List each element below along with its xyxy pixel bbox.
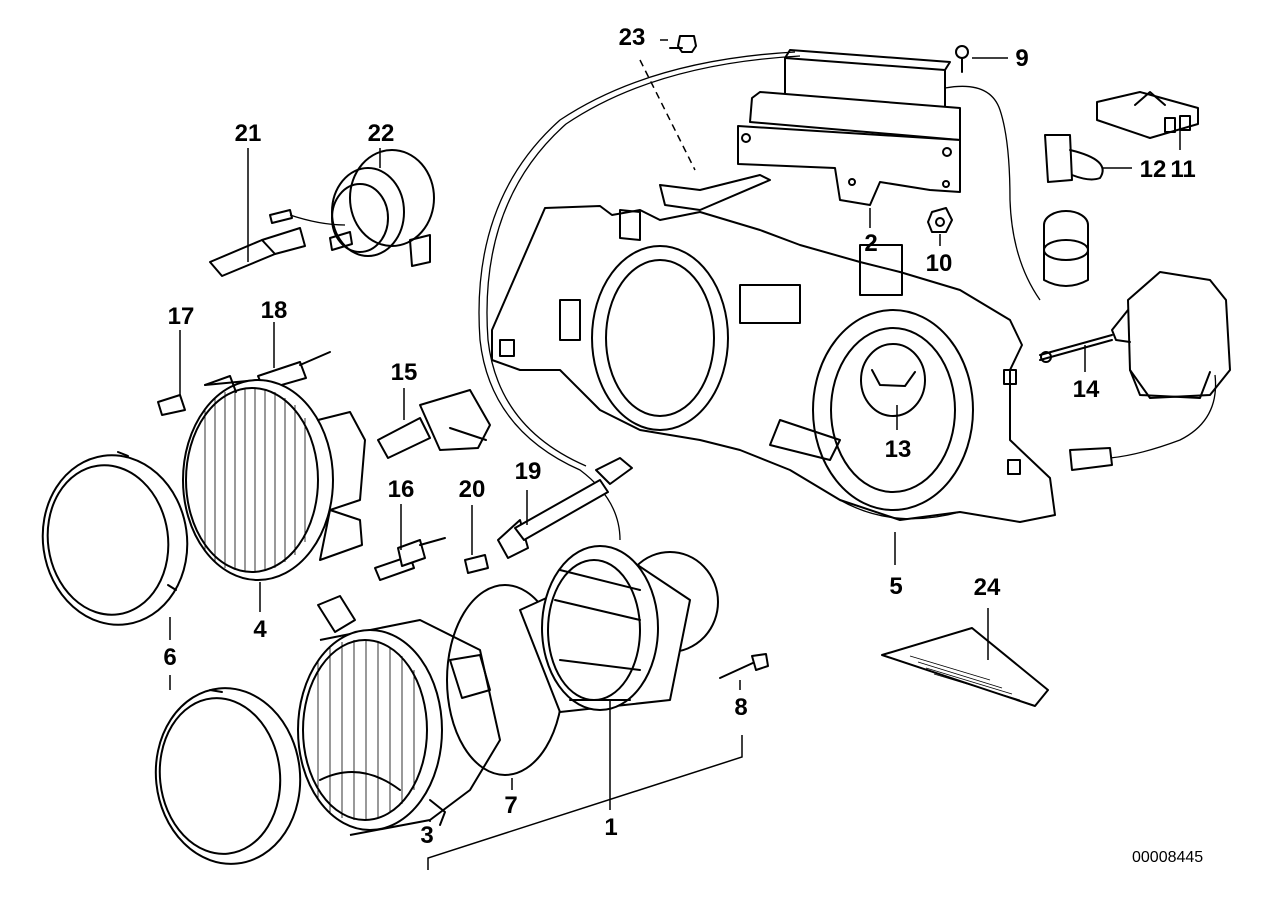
callout-17: 17 bbox=[168, 303, 195, 330]
screw-23 bbox=[669, 35, 697, 53]
nut-20 bbox=[464, 554, 489, 574]
callout-9: 9 bbox=[1015, 45, 1028, 72]
bulb-21 bbox=[209, 209, 346, 277]
callout-14: 14 bbox=[1073, 376, 1100, 403]
callout-10: 10 bbox=[926, 250, 953, 277]
reflector-1 bbox=[519, 545, 719, 713]
leader-lines bbox=[169, 39, 1181, 870]
socket-plug bbox=[1043, 210, 1089, 287]
callout-13: 13 bbox=[885, 436, 912, 463]
callout-23: 23 bbox=[619, 24, 646, 51]
adjuster-16 bbox=[374, 537, 446, 581]
callout-6: 6 bbox=[163, 644, 176, 671]
callout-2: 2 bbox=[864, 230, 877, 257]
wiring-harness bbox=[478, 51, 796, 541]
lens-4 bbox=[182, 375, 366, 581]
leveling-motor-14 bbox=[1039, 271, 1231, 471]
callout-15: 15 bbox=[391, 359, 418, 386]
callout-20: 20 bbox=[459, 476, 486, 503]
callout-1: 1 bbox=[604, 814, 617, 841]
clip-12 bbox=[1044, 134, 1104, 183]
callout-11: 11 bbox=[1170, 156, 1195, 183]
adjuster-17 bbox=[157, 394, 186, 416]
nut-9 bbox=[955, 45, 969, 73]
bulb-holder-22 bbox=[329, 149, 435, 267]
callout-18: 18 bbox=[261, 297, 288, 324]
callout-16: 16 bbox=[388, 476, 415, 503]
callout-24: 24 bbox=[974, 574, 1001, 601]
callout-21: 21 bbox=[235, 120, 262, 147]
trim-ring-6-upper bbox=[41, 451, 189, 626]
bulb-15 bbox=[377, 389, 491, 459]
trim-ring-6-lower bbox=[154, 687, 302, 865]
callout-7: 7 bbox=[504, 792, 517, 819]
lens-3 bbox=[297, 595, 501, 836]
callout-4: 4 bbox=[253, 616, 267, 643]
label-plate-24 bbox=[881, 627, 1049, 707]
callout-5: 5 bbox=[889, 573, 902, 600]
bolt-8 bbox=[719, 653, 769, 679]
callout-19: 19 bbox=[515, 458, 542, 485]
callout-8: 8 bbox=[734, 694, 747, 721]
headlight-housing bbox=[491, 205, 1056, 523]
callout-labels: 1 2 3 4 5 6 7 8 9 10 11 12 13 14 15 16 1… bbox=[163, 24, 1195, 849]
rod-19 bbox=[497, 457, 633, 559]
callout-3: 3 bbox=[420, 822, 433, 849]
callout-12: 12 bbox=[1140, 156, 1167, 183]
callout-22: 22 bbox=[368, 120, 395, 147]
reference-number: 00008445 bbox=[1132, 849, 1203, 866]
nut-10 bbox=[927, 207, 953, 233]
connector-11 bbox=[1096, 91, 1199, 139]
control-unit-bracket bbox=[659, 49, 1041, 301]
